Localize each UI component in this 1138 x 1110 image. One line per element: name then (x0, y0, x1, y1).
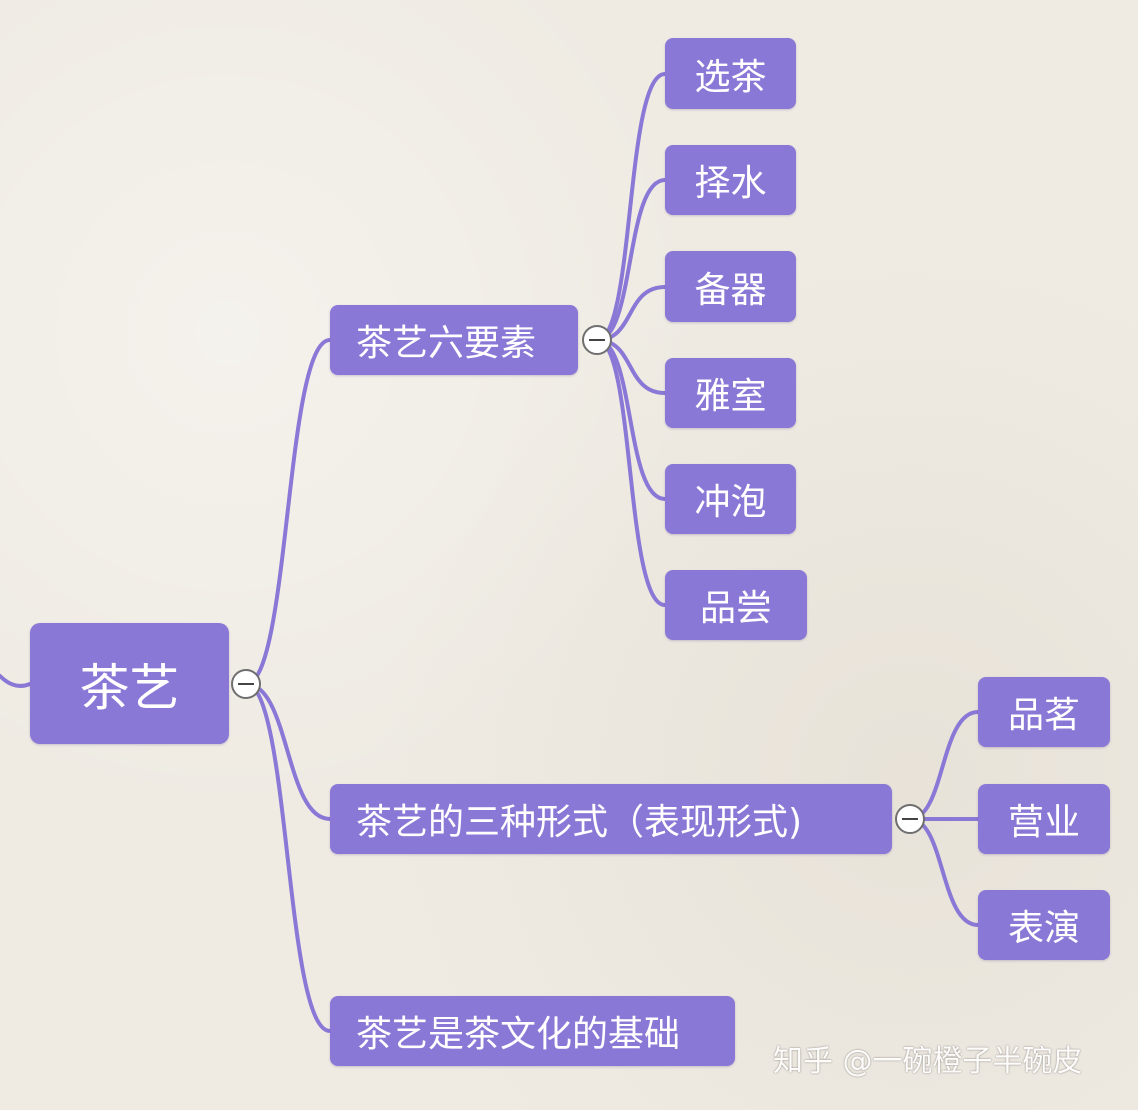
leaf-node-tasting[interactable]: 品尝 (665, 570, 807, 640)
connector-b1-c1 (595, 72, 667, 342)
watermark-text: 知乎 @一碗橙子半碗皮 (773, 1044, 1083, 1079)
leaf-node-performance[interactable]: 表演 (978, 890, 1110, 960)
root-node[interactable]: 茶艺 (30, 623, 229, 744)
connector-root-b2 (244, 682, 332, 821)
leaf-node-choose-water[interactable]: 择水 (665, 145, 796, 215)
branch-three-forms-collapse-button[interactable] (895, 804, 925, 834)
minus-circle-icon (238, 683, 254, 685)
branch-six-elements-collapse-button[interactable] (582, 325, 612, 355)
connector-root-b3 (244, 682, 332, 1033)
connector-root-b1 (244, 338, 332, 686)
leaf-node-brewing[interactable]: 冲泡 (665, 464, 796, 534)
root-collapse-button[interactable] (231, 669, 261, 699)
branch-node-six-elements[interactable]: 茶艺六要素 (330, 305, 578, 375)
leaf-node-elegant-room[interactable]: 雅室 (665, 358, 796, 428)
leaf-node-business[interactable]: 营业 (978, 784, 1110, 854)
branch-node-foundation[interactable]: 茶艺是茶文化的基础 (330, 996, 735, 1066)
connector-b2-c3 (908, 817, 980, 927)
connector-b2-c1 (908, 710, 980, 821)
leaf-node-select-tea[interactable]: 选茶 (665, 38, 796, 109)
leaf-node-prepare-utensils[interactable]: 备器 (665, 251, 796, 322)
minus-circle-icon (589, 339, 605, 341)
minus-circle-icon (902, 818, 918, 820)
branch-node-three-forms[interactable]: 茶艺的三种形式（表现形式) (330, 784, 892, 854)
connector-b1-c6 (595, 338, 667, 607)
connector-root-incoming (0, 674, 32, 688)
leaf-node-tea-tasting[interactable]: 品茗 (978, 677, 1110, 747)
